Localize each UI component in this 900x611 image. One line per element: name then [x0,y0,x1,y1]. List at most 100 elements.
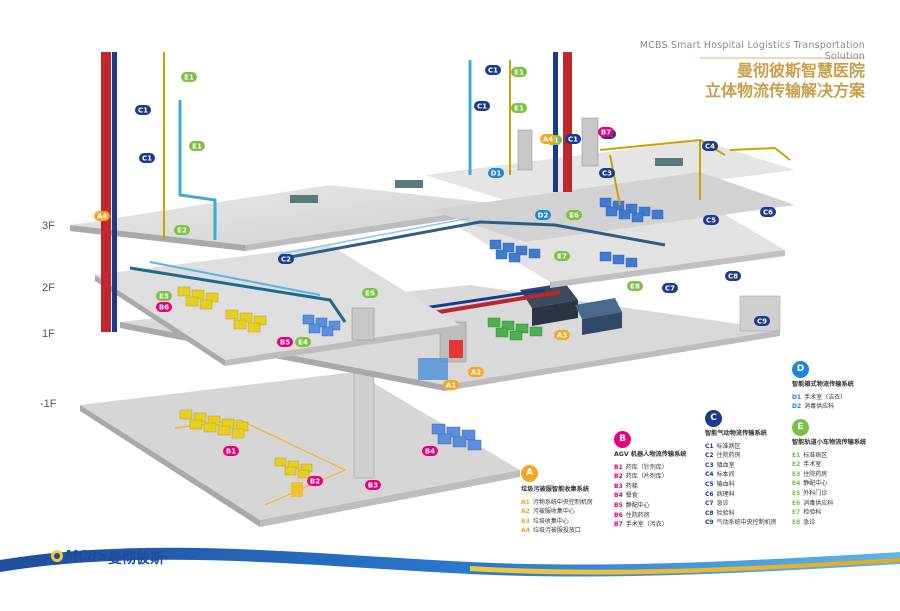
marker-e2: E2 [174,225,190,235]
marker-c3: C3 [599,168,615,178]
marker-a4: A4 [540,134,556,144]
elevator-shaft [353,369,375,479]
legend-d-badge: D [792,361,809,378]
marker-label: E1 [192,143,202,151]
marker-c9: C9 [754,316,770,326]
pharmacy-yellow-shelves [177,286,267,333]
marker-pill [703,215,719,225]
marker-pill [174,225,190,235]
marker-pill [278,254,294,264]
marker-label: B5 [280,339,290,347]
marker-d2: D2 [535,210,551,220]
pneumatic-shaft-left [112,52,117,332]
marker-label: C3 [602,170,612,178]
marker-label: C8 [728,273,738,281]
marker-e1: E1 [511,103,527,113]
marker-c1: C1 [485,65,501,75]
legend-c-badge: C [705,410,722,427]
marker-pill [554,330,570,340]
marker-e4: E4 [295,337,311,347]
pneumatic-loop-gold [599,138,791,206]
marker-label: A2 [471,369,481,377]
marker-label: A4 [543,136,553,144]
marker-label: C1 [138,107,148,115]
marker-pill [511,103,527,113]
marker-pill [468,367,484,377]
floor-label-1f: 1F [42,328,55,340]
marker-a2: A2 [468,367,484,377]
waste-shaft-right [563,52,572,192]
marker-c6: C6 [760,207,776,217]
marker-pill [565,134,581,144]
marker-e1: E1 [189,141,205,151]
marker-pill [474,101,490,111]
marker-pill [540,134,556,144]
marker-label: E6 [569,212,579,220]
marker-pill [443,380,459,390]
floor-b1-slab [80,372,520,527]
marker-pill [566,210,582,220]
marker-label: D1 [491,170,502,178]
marker-label: C7 [665,285,675,293]
footer-gold-band [470,558,900,575]
marker-pill [599,168,615,178]
marker-e8: E8 [627,281,643,291]
marker-pill [422,446,438,456]
steril-blue-boxes [599,197,664,223]
marker-label: A1 [446,382,456,390]
delivery-truck [575,298,622,335]
marker-d1: D1 [488,168,504,178]
marker-pill [535,210,551,220]
green-bins [487,317,543,341]
marker-pill [627,281,643,291]
waste-collection-unit [449,340,463,358]
marker-e1: E1 [511,67,527,77]
agv-robot [291,482,303,497]
marker-label: E8 [630,283,640,291]
legend-c-title: 智能气动物流传输系统 [705,430,767,437]
logo-chinese: 曼彻彼斯 [108,551,164,567]
marker-pill [662,283,678,293]
marker-label: B1 [226,448,236,456]
marker-e1: E1 [181,72,197,82]
marker-pill [277,337,293,347]
marker-e7: E7 [554,251,570,261]
operating-tables [290,158,683,203]
legend-e-badge: E [792,419,809,436]
laundry-bags [418,358,448,380]
marker-pill [135,105,151,115]
station-markers: E1C1E1C1C1E1C1E1C1E1C1B7A4C4C3D1A4E2D2E6… [94,65,776,490]
rail-track-2f-light [149,261,321,296]
marker-label: A3 [557,332,567,340]
waste-shaft-left [101,52,111,332]
rail-track-3f-light [279,217,471,255]
floor-label-2f: 2F [42,282,55,294]
marker-label: E7 [557,253,567,261]
marker-pill [307,476,323,486]
marker-b1: B1 [223,446,239,456]
marker-e5: E5 [362,288,378,298]
marker-pill [754,316,770,326]
legend-b-title: AGV 机器人物流传输系统 [614,451,687,458]
marker-label: C1 [142,155,152,163]
marker-pill [156,302,172,312]
marker-label: B6 [159,304,169,312]
